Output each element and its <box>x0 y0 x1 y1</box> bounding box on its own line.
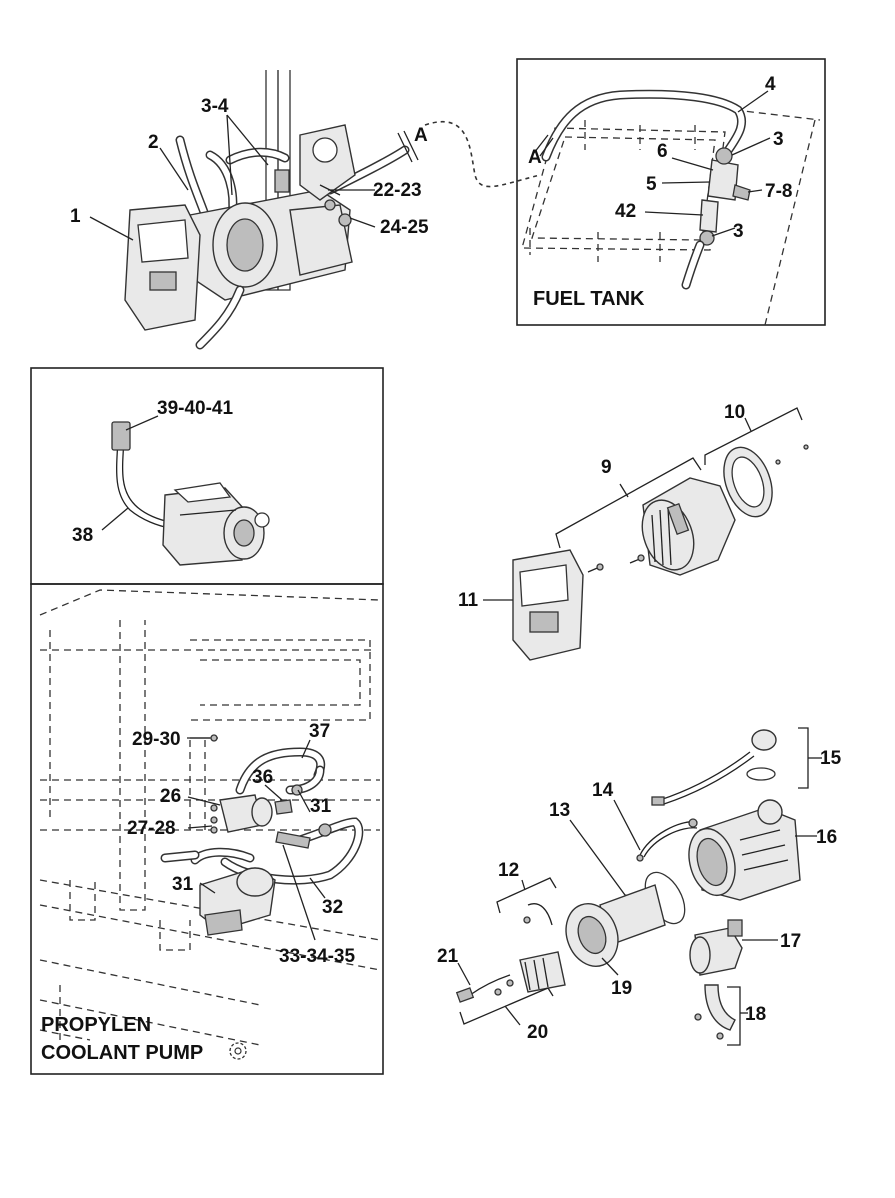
callout-11: 11 <box>458 590 479 611</box>
heater-assembly <box>124 70 419 350</box>
callout-7-8: 7-8 <box>765 181 792 202</box>
callout-31-upper: 31 <box>310 796 332 817</box>
callout-24-25: 24-25 <box>380 217 429 238</box>
callout-42: 42 <box>615 201 636 222</box>
coolant-pump-detail <box>101 415 270 566</box>
coolant-pump-label: COOLANT PUMP <box>41 1042 203 1064</box>
cog-symbol-icon <box>229 1042 247 1060</box>
callout-10: 10 <box>724 402 745 423</box>
ref-a-left: A <box>414 125 428 146</box>
callout-16: 16 <box>816 827 837 848</box>
callout-3-bottom: 3 <box>733 221 744 242</box>
pump-box-lower <box>30 583 384 1075</box>
callout-33-34-35: 33-34-35 <box>279 946 355 967</box>
callout-38: 38 <box>72 525 93 546</box>
ref-a-right: A <box>528 147 542 168</box>
callout-12: 12 <box>498 860 519 881</box>
callout-39-40-41: 39-40-41 <box>157 398 233 419</box>
callout-20: 20 <box>527 1022 548 1043</box>
callout-19: 19 <box>611 978 632 999</box>
callout-15: 15 <box>820 748 842 769</box>
callout-3-4: 3-4 <box>201 96 229 117</box>
burner-parts <box>455 727 822 1046</box>
callout-29-30: 29-30 <box>132 729 181 750</box>
callout-1: 1 <box>70 206 81 227</box>
callout-37: 37 <box>309 721 330 742</box>
callout-21: 21 <box>437 946 459 967</box>
coolant-pump-installation <box>39 589 381 1046</box>
heater-covers <box>483 407 809 661</box>
fuel-line-dotted <box>424 121 541 188</box>
callout-26: 26 <box>160 786 181 807</box>
callout-9: 9 <box>601 457 612 478</box>
callout-6: 6 <box>657 141 668 162</box>
callout-31-lower: 31 <box>172 874 194 895</box>
callout-18: 18 <box>745 1004 766 1025</box>
fuel-tank-panel <box>516 58 826 326</box>
callout-32: 32 <box>322 897 343 918</box>
callout-17: 17 <box>780 931 801 952</box>
callout-36: 36 <box>252 767 273 788</box>
fuel-tank-label: FUEL TANK <box>533 288 645 310</box>
callout-27-28: 27-28 <box>127 818 176 839</box>
callout-3-top: 3 <box>773 129 784 150</box>
callout-2: 2 <box>148 132 159 153</box>
callout-14: 14 <box>592 780 614 801</box>
callout-4: 4 <box>765 74 776 95</box>
callout-5: 5 <box>646 174 657 195</box>
propylen-label: PROPYLEN <box>41 1014 151 1036</box>
heater-leaders <box>89 114 376 241</box>
callout-13: 13 <box>549 800 570 821</box>
callout-22-23: 22-23 <box>373 180 422 201</box>
